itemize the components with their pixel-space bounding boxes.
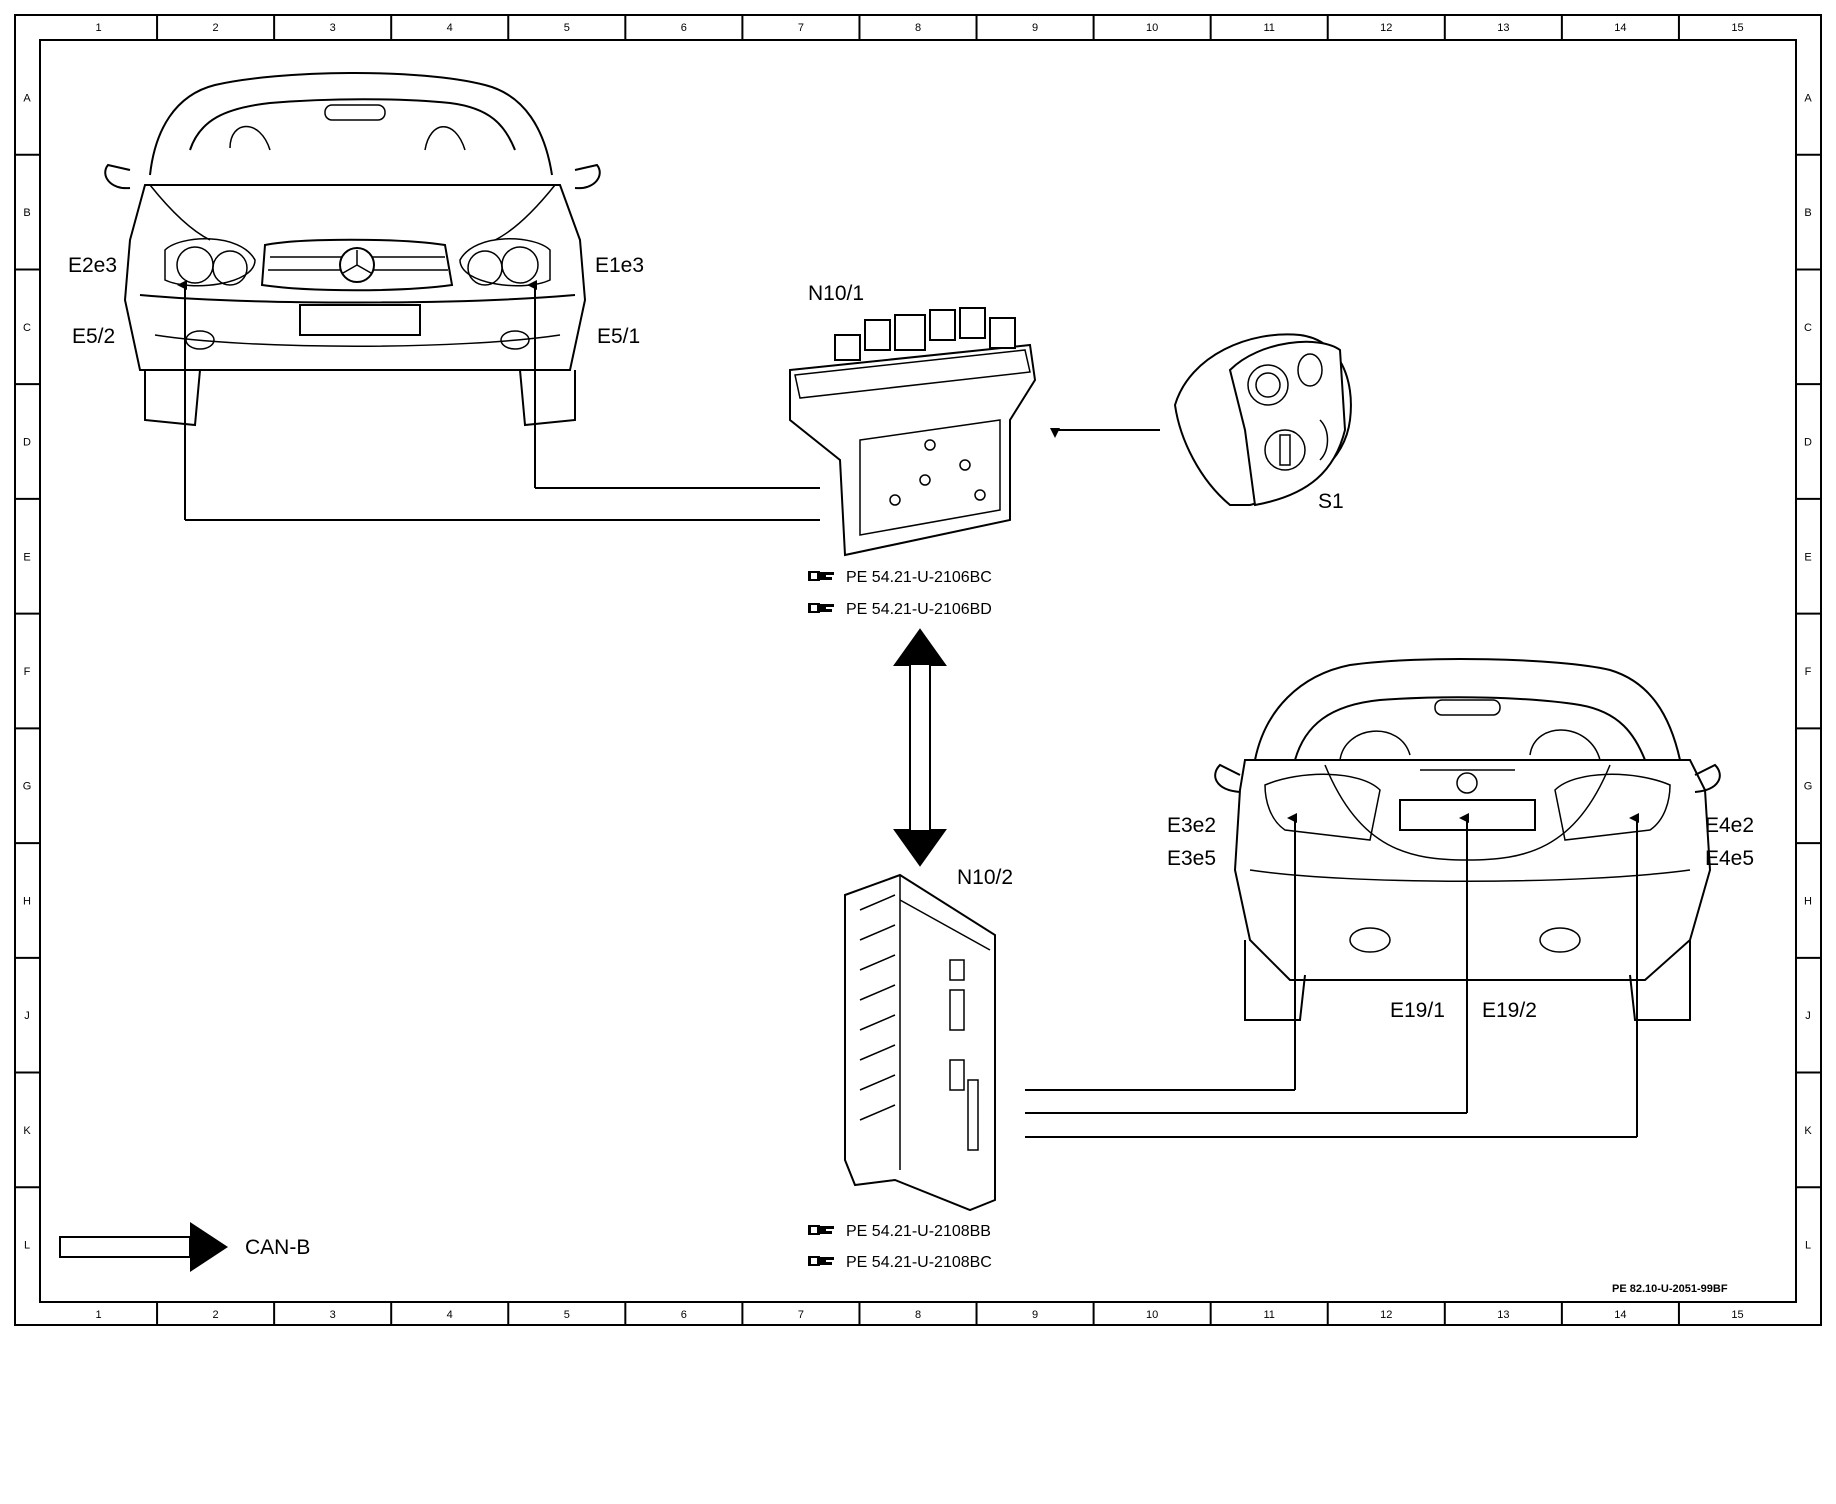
front-car-illustration	[104, 71, 601, 427]
row-label: H	[1804, 895, 1812, 907]
ref-rear-1: PE 54.21-U-2108BB	[846, 1223, 991, 1240]
light-switch-illustration	[1050, 333, 1352, 507]
column-label: 6	[681, 1309, 687, 1321]
label-n10-2: N10/2	[957, 866, 1013, 889]
column-label: 9	[1032, 1309, 1038, 1321]
ref-front-1: PE 54.21-U-2106BC	[846, 569, 992, 586]
component-labels: E2e3 E5/2 E1e3 E5/1 N10/1 S1 N10/2 E3e2 …	[68, 254, 1754, 1022]
column-label: 10	[1146, 22, 1158, 34]
column-label: 1	[95, 22, 101, 34]
column-label: 12	[1380, 22, 1392, 34]
ref-front-2: PE 54.21-U-2106BD	[846, 601, 992, 618]
row-label: G	[1804, 781, 1813, 793]
row-label: A	[23, 92, 31, 104]
column-label: 8	[915, 22, 921, 34]
column-label: 12	[1380, 1309, 1392, 1321]
column-label: 4	[447, 22, 453, 34]
front-wiring	[177, 280, 820, 521]
column-label: 2	[213, 1309, 219, 1321]
row-label: D	[23, 437, 31, 449]
label-n10-1: N10/1	[808, 282, 864, 305]
label-s1: S1	[1318, 490, 1344, 513]
row-label: A	[1804, 92, 1812, 104]
row-label: F	[1805, 666, 1812, 678]
row-label: B	[1804, 207, 1811, 219]
front-sam-references: PE 54.21-U-2106BC PE 54.21-U-2106BD	[808, 569, 992, 618]
row-label: J	[1805, 1010, 1811, 1022]
label-e4e2: E4e2	[1705, 814, 1754, 837]
row-label: K	[23, 1125, 31, 1137]
column-label: 3	[330, 22, 336, 34]
column-label: 11	[1263, 22, 1274, 34]
row-label: D	[1804, 437, 1812, 449]
label-e19-2: E19/2	[1482, 999, 1537, 1022]
column-label: 13	[1497, 1309, 1509, 1321]
ref-rear-2: PE 54.21-U-2108BC	[846, 1254, 992, 1271]
label-e4e5: E4e5	[1705, 847, 1754, 870]
column-label: 7	[798, 22, 804, 34]
label-e3e2: E3e2	[1167, 814, 1216, 837]
column-label: 5	[564, 1309, 570, 1321]
row-label: C	[23, 322, 31, 334]
legend-can-b-label: CAN-B	[245, 1236, 310, 1259]
drawing-frame: 1122334455667788991010111112121313141415…	[14, 14, 1822, 1326]
rear-sam-module	[844, 873, 996, 1212]
label-e19-1: E19/1	[1390, 999, 1445, 1022]
label-e5-1: E5/1	[597, 325, 640, 348]
column-label: 6	[681, 22, 687, 34]
column-label: 15	[1731, 1309, 1743, 1321]
row-label: E	[23, 551, 30, 563]
row-label: K	[1804, 1125, 1812, 1137]
row-label: B	[23, 207, 30, 219]
column-label: 5	[564, 22, 570, 34]
column-label: 7	[798, 1309, 804, 1321]
column-label: 4	[447, 1309, 453, 1321]
label-e1e3: E1e3	[595, 254, 644, 277]
row-label: L	[1805, 1240, 1811, 1252]
row-label: J	[24, 1010, 30, 1022]
row-label: E	[1804, 551, 1811, 563]
column-label: 10	[1146, 1309, 1158, 1321]
column-label: 15	[1731, 22, 1743, 34]
column-label: 14	[1614, 1309, 1626, 1321]
column-label: 3	[330, 1309, 336, 1321]
rear-sam-references: PE 54.21-U-2108BB PE 54.21-U-2108BC	[808, 1223, 992, 1271]
row-label: C	[1804, 322, 1812, 334]
column-label: 9	[1032, 22, 1038, 34]
column-label: 2	[213, 22, 219, 34]
rear-wiring	[1025, 813, 1639, 1138]
row-label: L	[24, 1240, 30, 1252]
row-label: H	[23, 895, 31, 907]
row-label: G	[23, 781, 32, 793]
column-label: 13	[1497, 22, 1509, 34]
column-label: 11	[1263, 1309, 1274, 1321]
column-ruler: 1122334455667788991010111112121313141415…	[95, 15, 1744, 1325]
document-id: PE 82.10-U-2051-99BF	[1612, 1283, 1728, 1295]
label-e2e3: E2e3	[68, 254, 117, 277]
front-sam-module	[789, 307, 1037, 557]
label-e5-2: E5/2	[72, 325, 115, 348]
column-label: 1	[95, 1309, 101, 1321]
legend-can-b: CAN-B	[59, 1222, 310, 1272]
label-e3e5: E3e5	[1167, 847, 1216, 870]
row-label: F	[24, 666, 31, 678]
column-label: 14	[1614, 22, 1626, 34]
can-b-link	[893, 628, 947, 867]
column-label: 8	[915, 1309, 921, 1321]
row-ruler: A A B B C C D D E E F F G G H H J J K K L L	[15, 92, 1821, 1252]
